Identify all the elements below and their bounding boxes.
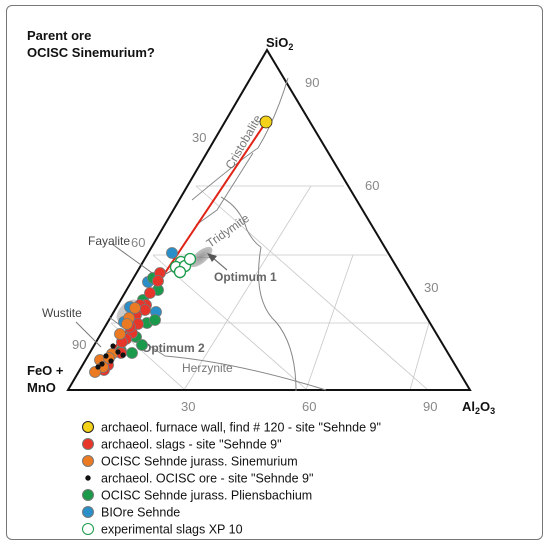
ore-point — [108, 358, 114, 364]
legend-item-experimental: experimental slags XP 10 — [82, 523, 243, 537]
slags-point — [144, 287, 156, 299]
title-line2: OCISC Sinemurium? — [27, 45, 155, 60]
corner-sio2: SiO2 — [266, 35, 293, 52]
sinemurium-point — [129, 302, 141, 314]
legend-marker-furnace — [82, 421, 94, 433]
ore-point — [95, 364, 101, 370]
tick-right-30: 30 — [424, 280, 438, 295]
label-tridymite: Tridymite — [204, 211, 252, 251]
tick-bottom-90: 90 — [423, 399, 437, 414]
experimental-point — [173, 265, 187, 279]
legend-item-sinemurium: OCISC Sehnde jurass. Sinemurium — [82, 455, 298, 469]
ore-point — [120, 352, 126, 358]
legend-label-biore: BIOre Sehnde — [101, 506, 180, 520]
legend-label-furnace: archaeol. furnace wall, find # 120 - sit… — [101, 421, 381, 435]
corner-feo-mno-line2: MnO — [27, 380, 56, 395]
pliensbachium-point — [136, 339, 148, 351]
tick-left-60: 60 — [131, 235, 145, 250]
figure-frame — [6, 5, 543, 540]
label-optimum-2: Optimum 2 — [142, 341, 205, 355]
corner-al2o3: Al2O3 — [462, 399, 495, 416]
legend-item-biore: BIOre Sehnde — [82, 506, 180, 520]
ore-point — [103, 353, 109, 359]
tick-bottom-60: 60 — [302, 399, 316, 414]
data-points — [89, 115, 273, 378]
pliensbachium-point — [126, 347, 138, 359]
tick-left-90: 90 — [72, 337, 86, 352]
legend-label-pliensbachium: OCISC Sehnde jurass. Pliensbachium — [101, 489, 312, 503]
label-optimum-1: Optimum 1 — [214, 270, 277, 284]
legend-marker-ore — [85, 475, 91, 481]
legend-label-slags: archaeol. slags - site "Sehnde 9" — [101, 438, 282, 452]
legend-marker-slags — [82, 438, 94, 450]
label-herzynite: Herzynite — [182, 361, 233, 375]
title-line1: Parent ore — [27, 28, 91, 43]
corner-feo-mno-line1: FeO + — [27, 363, 64, 378]
legend-marker-sinemurium — [82, 455, 94, 467]
experimental-point — [183, 252, 197, 266]
legend: archaeol. furnace wall, find # 120 - sit… — [82, 421, 381, 537]
ore-point — [115, 349, 121, 355]
pliensbachium-point — [149, 314, 161, 326]
legend-item-furnace: archaeol. furnace wall, find # 120 - sit… — [82, 421, 381, 435]
sinemurium-point — [114, 328, 126, 340]
label-cristobalite: Cristobalite — [222, 112, 264, 171]
legend-marker-biore — [82, 506, 94, 518]
legend-label-sinemurium: OCISC Sehnde jurass. Sinemurium — [101, 455, 298, 469]
tick-left-30: 30 — [192, 130, 206, 145]
biore-point — [166, 247, 178, 259]
ternary-triangle — [66, 48, 472, 391]
furnace-point — [259, 115, 273, 129]
sinemurium-point — [121, 318, 133, 330]
legend-label-experimental: experimental slags XP 10 — [101, 523, 243, 537]
slags-point — [152, 275, 164, 287]
tick-bottom-30: 30 — [181, 399, 195, 414]
legend-item-ore: archaeol. OCISC ore - site "Sehnde 9" — [85, 472, 313, 486]
legend-marker-pliensbachium — [82, 489, 94, 501]
legend-marker-experimental — [82, 523, 94, 535]
ore-point — [99, 361, 105, 367]
legend-item-slags: archaeol. slags - site "Sehnde 9" — [82, 438, 282, 452]
tick-right-60: 60 — [365, 178, 379, 193]
ore-point — [110, 343, 116, 349]
phase-boundaries — [108, 77, 327, 392]
legend-label-ore: archaeol. OCISC ore - site "Sehnde 9" — [101, 472, 313, 486]
legend-item-pliensbachium: OCISC Sehnde jurass. Pliensbachium — [82, 489, 312, 503]
tick-right-90: 90 — [305, 75, 319, 90]
label-wustite: Wustite — [42, 306, 82, 320]
optimum-arrow — [207, 253, 228, 271]
label-fayalite: Fayalite — [88, 234, 130, 248]
